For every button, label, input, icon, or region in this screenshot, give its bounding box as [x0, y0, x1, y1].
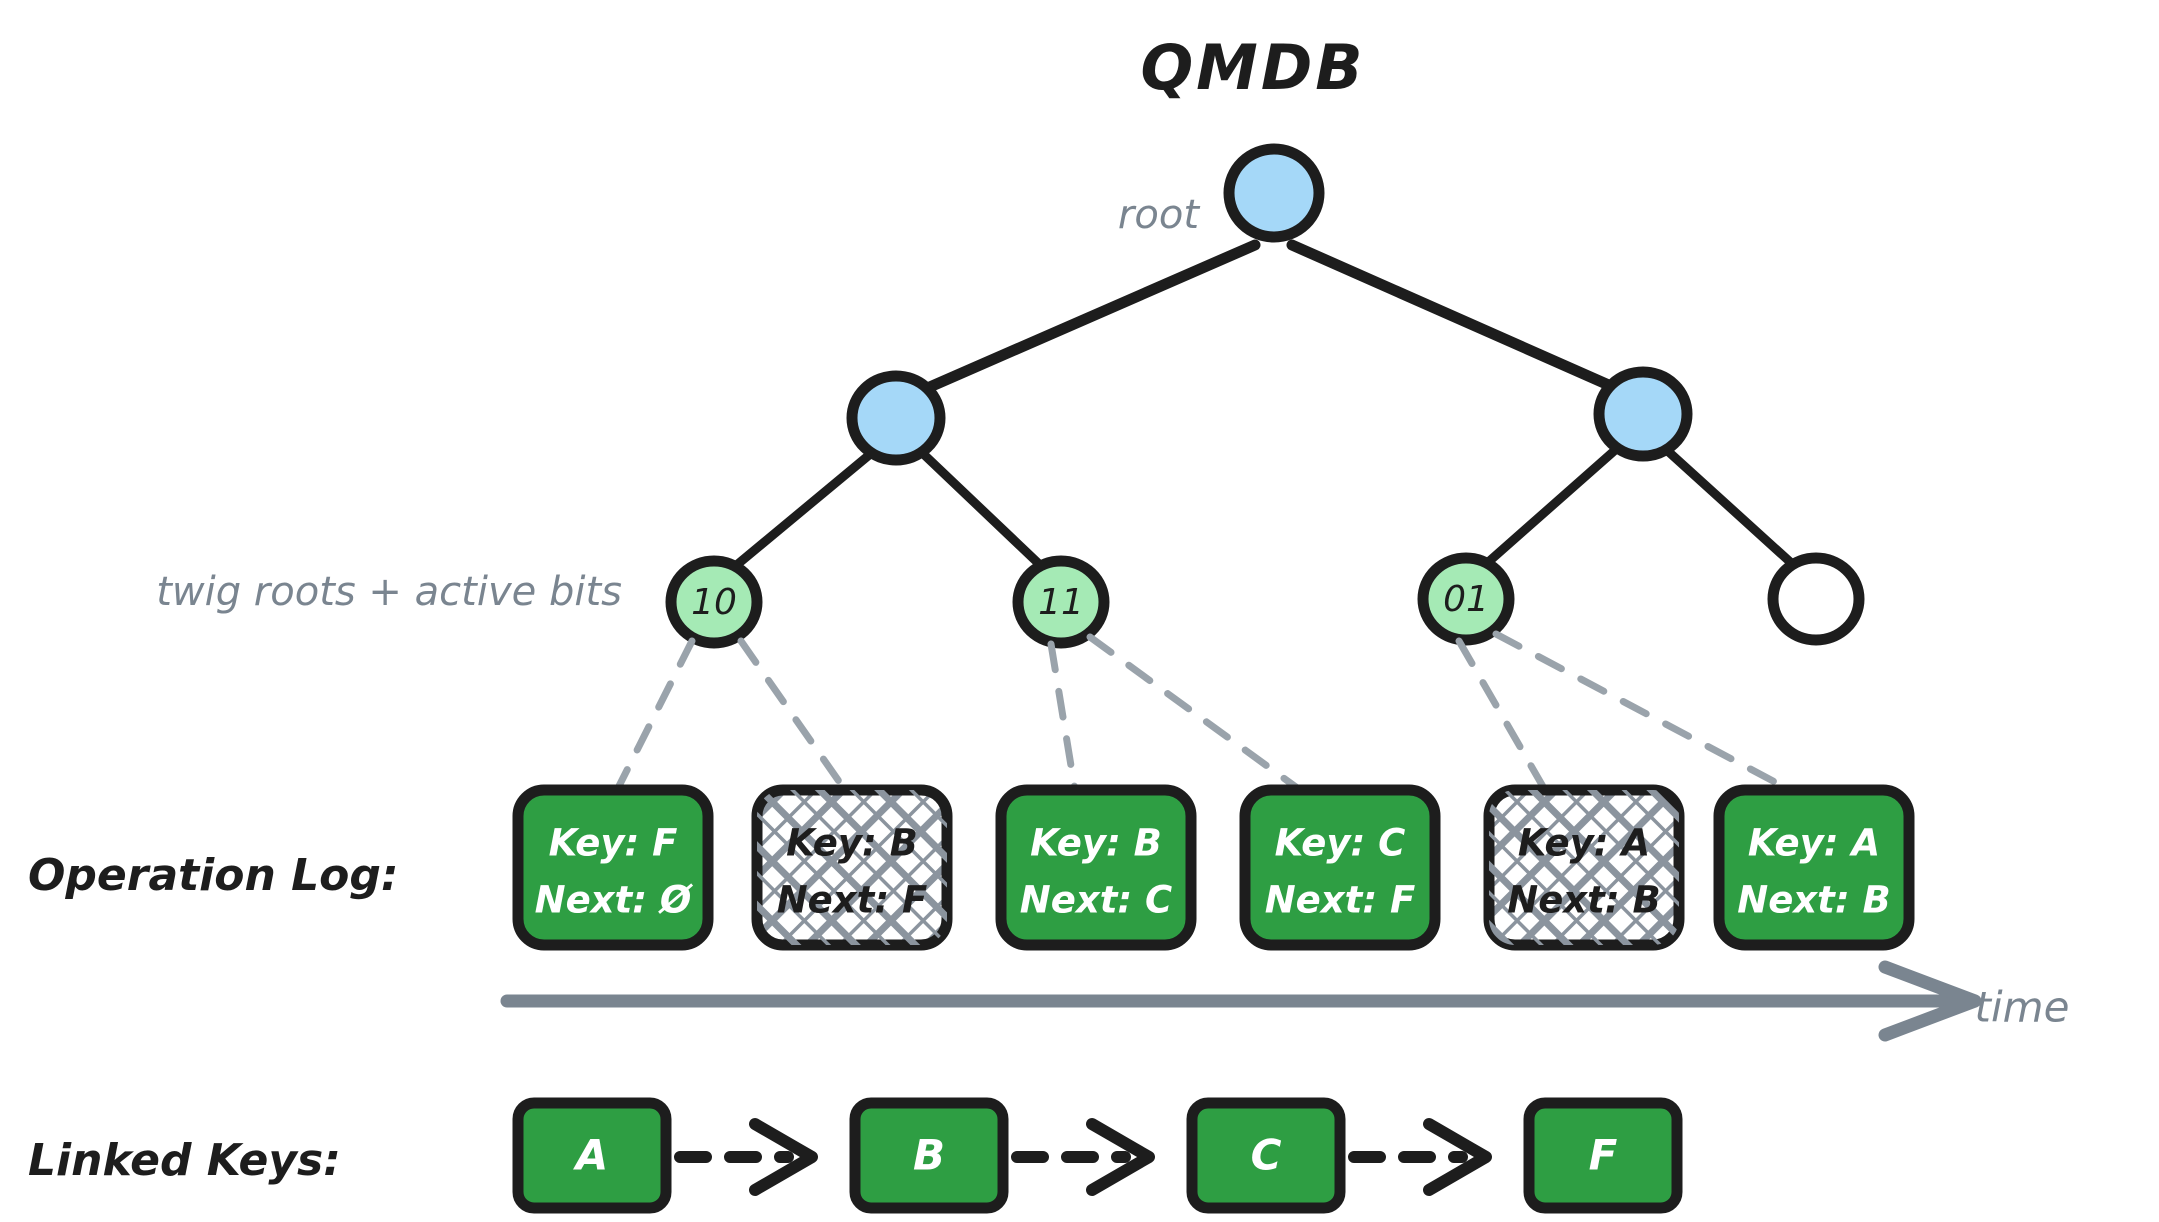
log-entry-6-key: Key: A: [1748, 822, 1880, 865]
log-entry-6[interactable]: Key: A Next: B: [1713, 784, 1915, 951]
twig-node-10-label: 10: [691, 582, 737, 623]
twig-to-log-connectors: [613, 630, 1794, 794]
log-entry-6-next: Next: B: [1737, 879, 1891, 922]
log-entry-2-key: Key: B: [786, 822, 918, 865]
log-entry-1[interactable]: Key: F Next: Ø: [512, 784, 714, 951]
log-entry-4[interactable]: Key: C Next: F: [1239, 784, 1441, 951]
root-label: root: [1118, 192, 1200, 238]
linked-key-node-B[interactable]: B: [849, 1097, 1009, 1214]
twig-node-empty: [1767, 552, 1865, 646]
linked-key-arrow-C-F: [1348, 1118, 1492, 1196]
log-entry-5-key: Key: A: [1518, 822, 1650, 865]
linked-key-arrow-A-B: [674, 1118, 818, 1196]
connector-11-to-entry4: [1086, 633, 1304, 794]
linked-keys-chain: A B C F: [512, 1097, 1683, 1214]
linked-key-node-F-label: F: [1589, 1131, 1618, 1180]
connector-01-to-entry5: [1455, 637, 1549, 794]
operation-log-entries: Key: F Next: Ø Key: B Next: F Key: B Nex…: [512, 784, 1915, 951]
connector-01-to-entry6: [1492, 630, 1794, 794]
internal-node-left: [846, 370, 946, 466]
connector-10-to-entry2: [737, 637, 849, 794]
log-entry-1-key: Key: F: [549, 822, 678, 865]
twig-node-01: [1417, 552, 1515, 646]
linked-key-node-A-label: A: [573, 1131, 609, 1180]
log-entry-1-next: Next: Ø: [535, 879, 694, 922]
connector-11-to-entry3: [1047, 640, 1079, 794]
linked-key-node-F[interactable]: F: [1523, 1097, 1683, 1214]
log-entry-2[interactable]: Key: B Next: F: [751, 784, 953, 951]
page-title: QMDB: [1140, 31, 1365, 104]
log-entry-5[interactable]: Key: A Next: B: [1483, 784, 1685, 951]
twig-node-01-label: 01: [1443, 579, 1489, 620]
twig-node-11-label: 11: [1038, 582, 1084, 623]
log-entry-2-next: Next: F: [777, 879, 928, 922]
linked-key-node-C[interactable]: C: [1186, 1097, 1346, 1214]
log-entry-4-next: Next: F: [1265, 879, 1416, 922]
twig-nodes: 10 11 01: [665, 552, 1865, 649]
twig-node-11: [1012, 555, 1110, 649]
log-entry-5-next: Next: B: [1507, 879, 1661, 922]
log-entry-4-key: Key: C: [1275, 822, 1406, 865]
linked-key-node-C-label: C: [1251, 1131, 1282, 1180]
twig-roots-label: twig roots + active bits: [156, 569, 622, 615]
root-node: [1223, 143, 1325, 243]
time-label: time: [1975, 983, 2070, 1032]
twig-node-10: [665, 555, 763, 649]
linked-key-node-A[interactable]: A: [512, 1097, 672, 1214]
log-entry-3-key: Key: B: [1030, 822, 1162, 865]
connector-10-to-entry1: [613, 637, 696, 794]
linked-keys-label: Linked Keys:: [28, 1135, 341, 1186]
tree-edges: [710, 239, 1815, 588]
operation-log-label: Operation Log:: [28, 850, 398, 901]
log-entry-3[interactable]: Key: B Next: C: [995, 784, 1197, 951]
log-entry-3-next: Next: C: [1020, 879, 1172, 922]
internal-node-right: [1593, 366, 1693, 462]
time-axis-arrowhead: [1878, 960, 1982, 1042]
linked-key-arrow-B-C: [1011, 1118, 1155, 1196]
linked-key-node-B-label: B: [913, 1131, 945, 1180]
tree-nodes: [846, 143, 1693, 466]
time-axis: [500, 960, 1982, 1042]
